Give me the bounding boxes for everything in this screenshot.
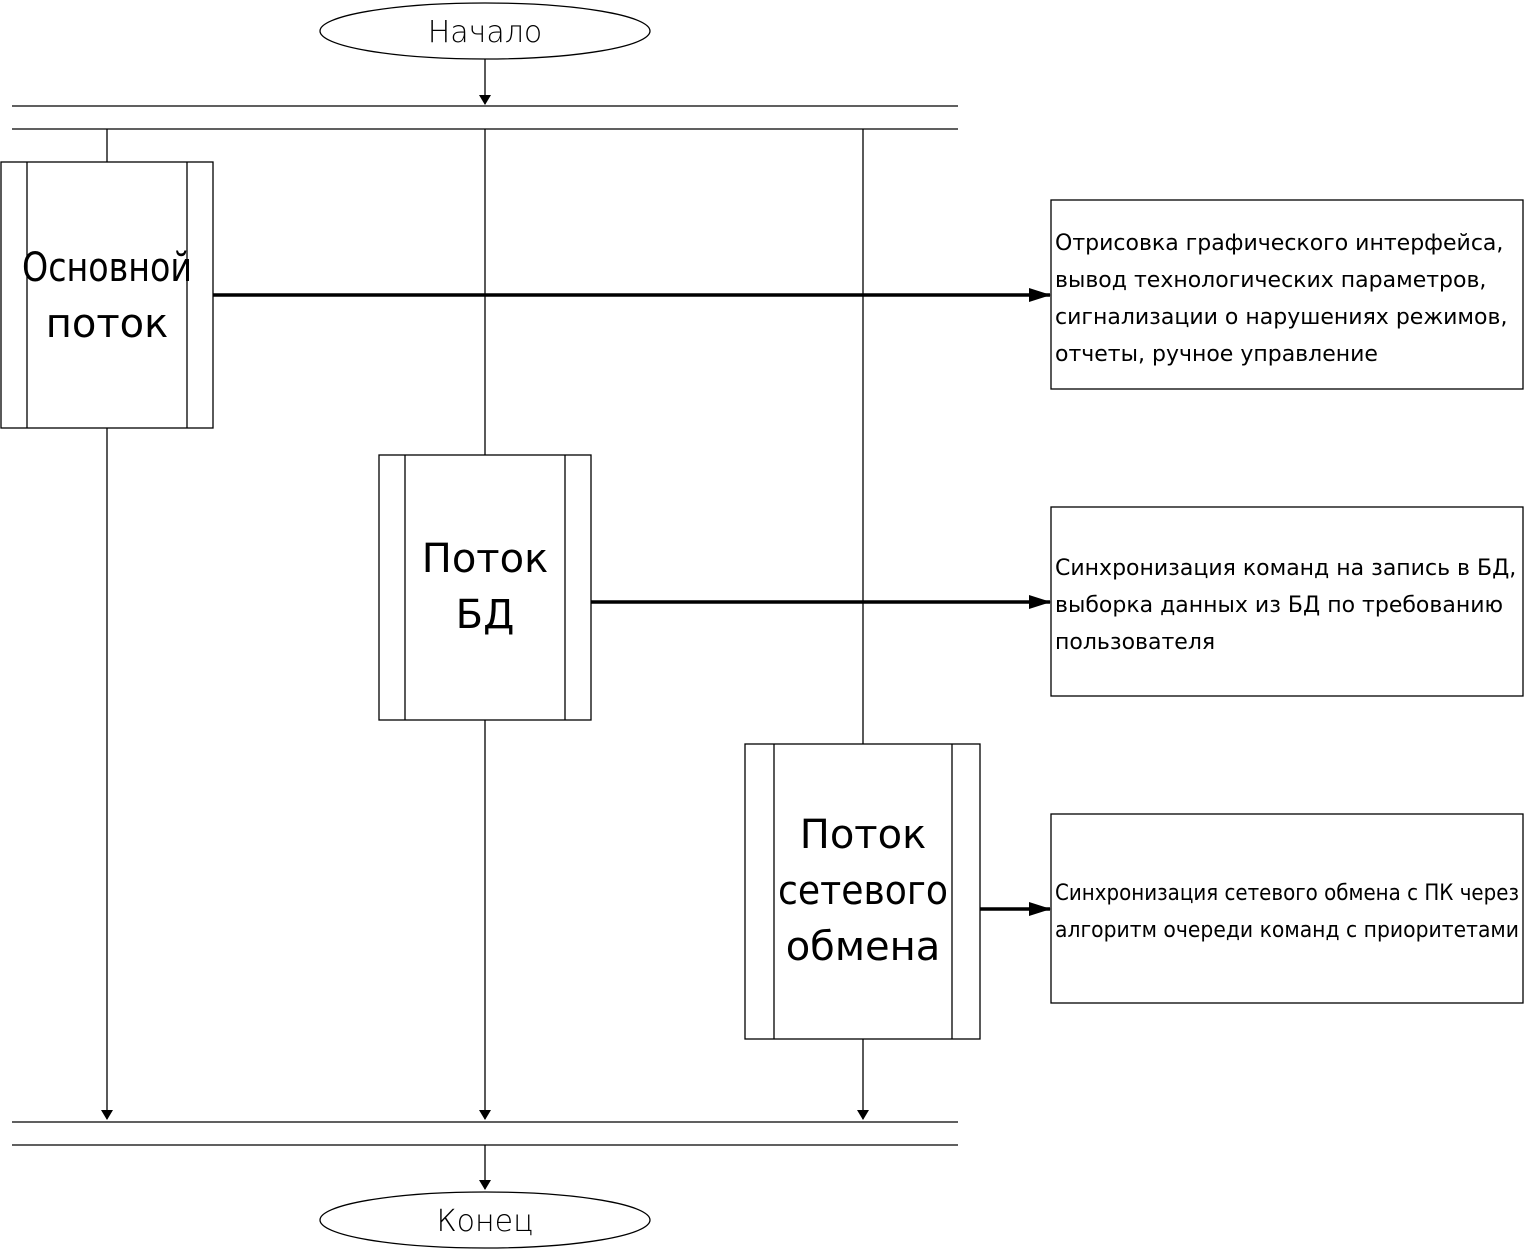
end-label: Конец xyxy=(436,1204,533,1239)
network-thread-name-line-2: сетевого xyxy=(778,868,948,914)
network-thread-description-line-2: алгоритм очереди команд с приоритетами xyxy=(1055,918,1519,943)
join-bar xyxy=(12,1121,958,1146)
db-thread-name-line-1: Поток xyxy=(422,536,548,582)
db-thread-description-line-2: выборка данных из БД по требованию xyxy=(1055,593,1503,618)
main-thread-description-line-4: отчеты, ручное управление xyxy=(1055,342,1378,367)
db-thread-description-line-1: Синхронизация команд на запись в БД, xyxy=(1055,556,1516,581)
start-label: Начало xyxy=(428,15,543,50)
db-thread-description-line-3: пользователя xyxy=(1055,630,1215,655)
main-thread-description-line-2: вывод технологических параметров, xyxy=(1055,268,1486,293)
main-thread-process: Основной поток xyxy=(0,161,214,429)
main-thread-name-line-1: Основной xyxy=(22,245,192,291)
network-thread-name-line-1: Поток xyxy=(800,812,926,858)
end-terminal: Конец xyxy=(319,1191,651,1249)
main-thread-name-line-2: поток xyxy=(46,301,169,347)
main-thread-description-line-3: сигнализации о нарушениях режимов, xyxy=(1055,305,1507,330)
db-thread-description-box: Синхронизация команд на запись в БД, выб… xyxy=(1050,506,1524,697)
network-thread-name-line-3: обмена xyxy=(786,924,941,970)
start-terminal: Начало xyxy=(319,2,651,60)
db-thread-name-line-2: БД xyxy=(456,592,515,638)
fork-bar xyxy=(12,105,958,130)
main-thread-description-box: Отрисовка графического интерфейса, вывод… xyxy=(1050,199,1524,390)
network-thread-process: Поток сетевого обмена xyxy=(744,743,981,1040)
network-thread-description-line-1: Синхронизация сетевого обмена с ПК через xyxy=(1055,881,1519,906)
db-thread-process: Поток БД xyxy=(378,454,592,721)
main-thread-description-line-1: Отрисовка графического интерфейса, xyxy=(1055,231,1503,256)
network-thread-description-box: Синхронизация сетевого обмена с ПК через… xyxy=(1050,813,1524,1004)
